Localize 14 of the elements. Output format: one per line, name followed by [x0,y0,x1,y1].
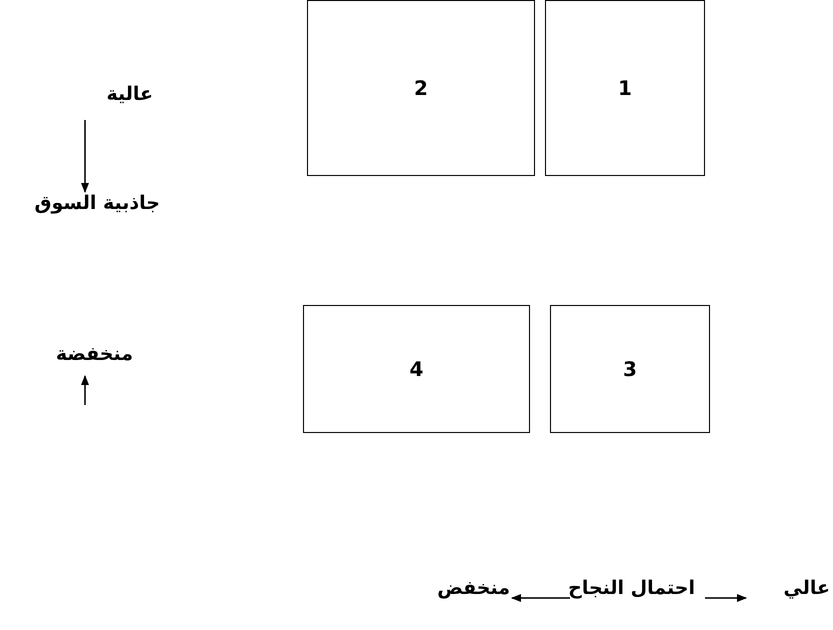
axis-label: منخفضة [56,343,133,365]
quadrant-box [303,305,530,433]
axis-label: عالي [784,577,830,599]
quadrant-box [307,0,535,176]
quadrant-number: 1 [617,76,633,100]
axis-label: عالية [106,83,153,105]
quadrant-number: 4 [408,357,424,381]
axis-title: جاذبية السوق [34,192,160,214]
axis-title: احتمال النجاح [568,577,695,599]
quadrant-box [545,0,705,176]
quadrant-number: 2 [413,76,429,100]
quadrant-box [550,305,710,433]
axis-label: منخفض [437,577,510,599]
quadrant-number: 3 [622,357,638,381]
